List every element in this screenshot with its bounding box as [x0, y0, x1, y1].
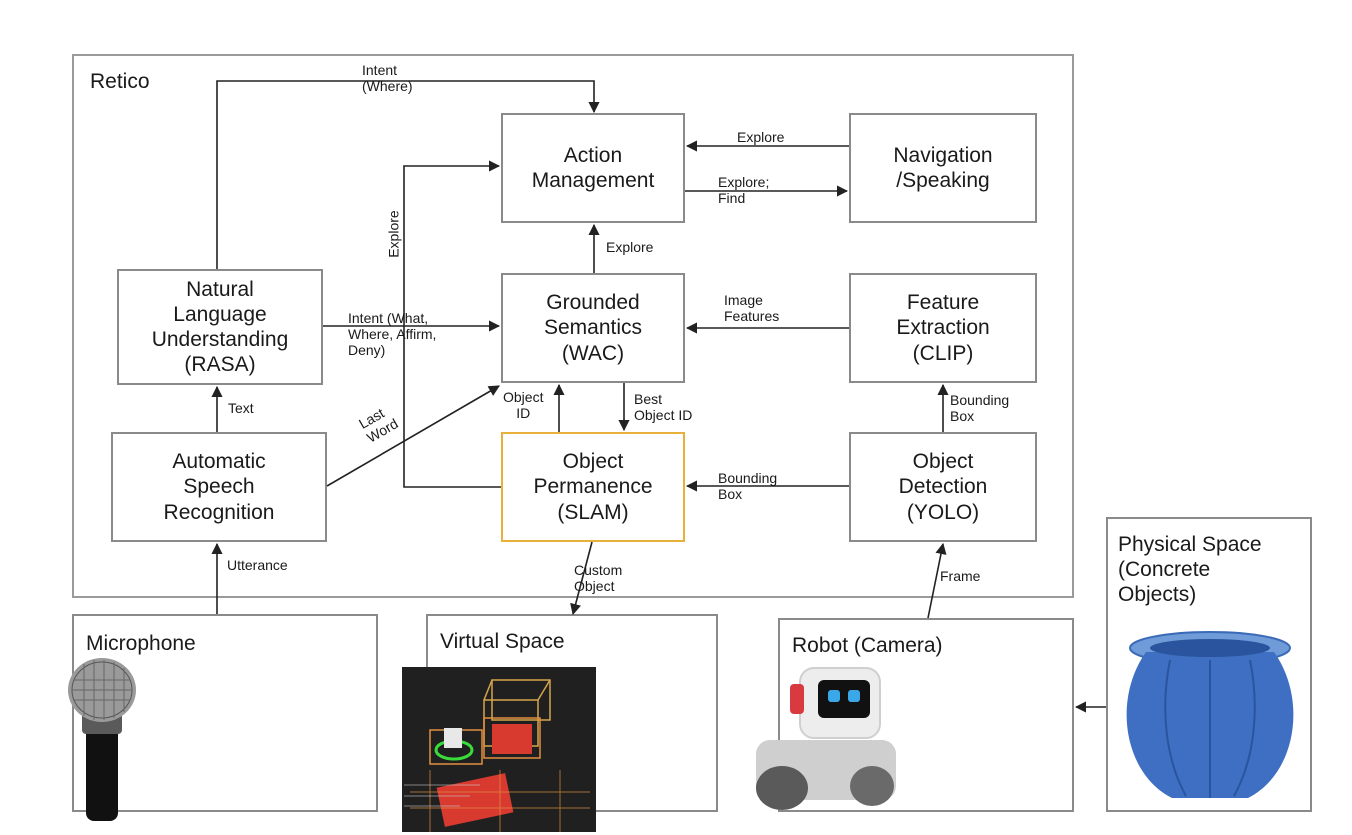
object-detection-label: Object Detection (YOLO)	[898, 450, 988, 524]
label-best-object-id: Best Object ID	[634, 391, 693, 424]
feature-extraction-label: Feature Extraction (CLIP)	[896, 291, 990, 365]
feature-extraction-box: Feature Extraction (CLIP)	[849, 273, 1037, 383]
label-bounding-box-up: Bounding Box	[950, 392, 1010, 425]
label-nav-to-action: Explore	[737, 129, 785, 145]
robot-icon	[756, 667, 896, 810]
action-management-box: Action Management	[501, 113, 685, 223]
grounded-semantics-label: Grounded Semantics (WAC)	[543, 291, 643, 365]
label-custom-object: Custom Object	[574, 562, 623, 595]
label-intent-where: Intent (Where)	[362, 62, 413, 95]
action-management-label: Action Management	[531, 143, 655, 192]
navigation-speaking-box: Navigation /Speaking	[849, 113, 1037, 223]
label-frame: Frame	[940, 568, 981, 584]
arrow-intent-where	[216, 80, 600, 269]
navigation-speaking-label: Navigation /Speaking	[893, 143, 993, 192]
asr-box: Automatic Speech Recognition	[111, 432, 327, 542]
arrow-last-word	[326, 385, 500, 487]
nlu-label: Natural Language Understanding (RASA)	[151, 277, 289, 377]
retico-label: Retico	[90, 70, 150, 93]
label-intent-what: Intent (What, Where, Affirm, Deny)	[348, 310, 437, 359]
label-grounded-to-action: Explore	[606, 239, 654, 255]
microphone-icon	[68, 658, 136, 821]
robot-label: Robot (Camera)	[792, 634, 943, 657]
vase-icon	[1126, 631, 1294, 798]
nlu-box: Natural Language Understanding (RASA)	[117, 269, 323, 385]
physical-space-label: Physical Space (Concrete Objects)	[1118, 533, 1262, 607]
label-explore-vertical: Explore	[385, 210, 402, 258]
label-utterance: Utterance	[227, 557, 288, 573]
object-detection-box: Object Detection (YOLO)	[849, 432, 1037, 542]
object-permanence-box: Object Permanence (SLAM)	[501, 432, 685, 542]
microphone-label: Microphone	[86, 632, 196, 655]
label-bounding-box-left: Bounding Box	[718, 470, 778, 503]
object-permanence-label: Object Permanence (SLAM)	[533, 450, 653, 524]
arrow-custom-object	[570, 541, 593, 616]
label-object-id: Object ID	[503, 389, 544, 422]
label-text: Text	[228, 400, 254, 416]
label-action-to-nav: Explore; Find	[718, 174, 770, 207]
grounded-semantics-box: Grounded Semantics (WAC)	[501, 273, 685, 383]
arrow-frame	[927, 542, 947, 619]
asr-label: Automatic Speech Recognition	[163, 450, 275, 524]
virtual-space-image	[402, 667, 596, 832]
label-image-features: Image Features	[724, 292, 780, 325]
virtual-space-label: Virtual Space	[440, 630, 565, 653]
